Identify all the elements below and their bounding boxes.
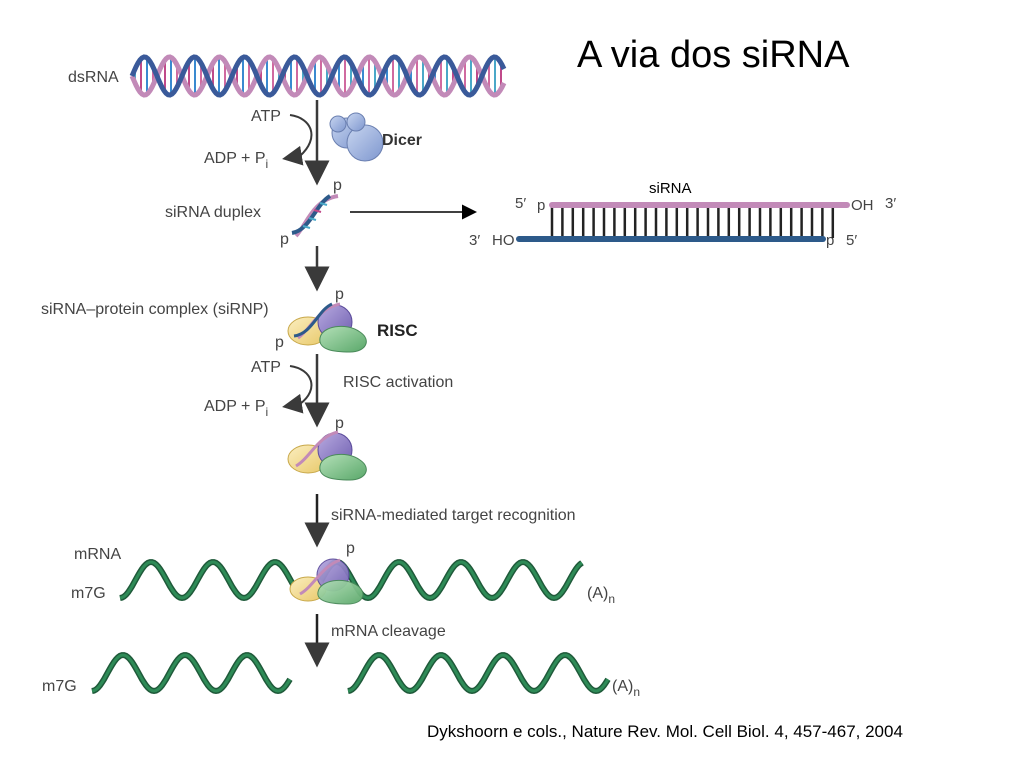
cleaved-mrna-3prime-fragment bbox=[347, 652, 611, 695]
detail-top-5prime: 5′ bbox=[515, 195, 526, 212]
cleaved-mrna-5prime-fragment bbox=[91, 652, 293, 695]
atp-label-2: ATP bbox=[251, 359, 281, 376]
adp-label-1: ADP + Pi bbox=[204, 150, 268, 171]
dsrna-strand-antisense bbox=[129, 54, 507, 98]
dicer-enzyme-icon bbox=[329, 112, 384, 162]
mrna-risc-phosphate: p bbox=[346, 540, 355, 557]
sirna-duplex-icon bbox=[291, 194, 339, 238]
sirnp-complex-icon bbox=[287, 302, 367, 353]
detail-bottom-3prime: 3′ bbox=[469, 232, 480, 249]
detail-top-3prime: 3′ bbox=[885, 195, 896, 212]
dsrna-helix bbox=[129, 54, 507, 98]
mrna-backbone-highlight bbox=[119, 560, 583, 600]
m7g-label-1: m7G bbox=[71, 585, 106, 602]
mrna-backbone-highlight bbox=[347, 653, 610, 693]
mrna-label: mRNA bbox=[74, 546, 121, 563]
polya-label-2: (A)n bbox=[612, 678, 640, 699]
target-recognition-label: siRNA-mediated target recognition bbox=[331, 507, 576, 524]
dsrna-strand-sense bbox=[129, 54, 507, 98]
duplex-phosphate-bottom: p bbox=[280, 231, 289, 248]
atp-hydrolysis-arrow-2 bbox=[282, 365, 313, 414]
cleavage-label: mRNA cleavage bbox=[331, 623, 446, 640]
detail-bottom-hydroxyl: HO bbox=[492, 232, 515, 249]
page-title: A via dos siRNA bbox=[577, 34, 850, 76]
risc-label: RISC bbox=[377, 321, 418, 340]
duplex-phosphate-top: p bbox=[333, 177, 342, 194]
citation: Dykshoorn e cols., Nature Rev. Mol. Cell… bbox=[427, 722, 903, 741]
sirnp-phosphate-bottom: p bbox=[275, 334, 284, 351]
mrna-strand bbox=[119, 559, 584, 602]
atp-label-1: ATP bbox=[251, 108, 281, 125]
mrna-backbone bbox=[91, 652, 293, 695]
polya-label-1: (A)n bbox=[587, 585, 615, 606]
sirnp-phosphate-top: p bbox=[335, 286, 344, 303]
active-risc-phosphate: p bbox=[335, 415, 344, 432]
adp-label-2: ADP + Pi bbox=[204, 398, 268, 419]
risc-activation-label: RISC activation bbox=[343, 374, 453, 391]
detail-heading: siRNA bbox=[649, 180, 692, 197]
sirna-detail-duplex bbox=[516, 202, 850, 242]
detail-top-hydroxyl: OH bbox=[851, 197, 874, 214]
dsrna-label: dsRNA bbox=[68, 69, 119, 86]
active-risc-icon bbox=[287, 430, 367, 481]
detail-bottom-phosphate: p bbox=[826, 232, 834, 249]
sirna-duplex-label: siRNA duplex bbox=[165, 204, 261, 221]
atp-hydrolysis-arrow-1 bbox=[282, 114, 313, 166]
detail-top-phosphate: p bbox=[537, 197, 545, 214]
detail-bottom-5prime: 5′ bbox=[846, 232, 857, 249]
risc-on-mrna-icon bbox=[289, 558, 364, 605]
dicer-label: Dicer bbox=[382, 132, 422, 149]
m7g-label-2: m7G bbox=[42, 678, 77, 695]
mrna-backbone-highlight bbox=[91, 653, 292, 693]
sirnp-label: siRNA–protein complex (siRNP) bbox=[41, 301, 269, 318]
